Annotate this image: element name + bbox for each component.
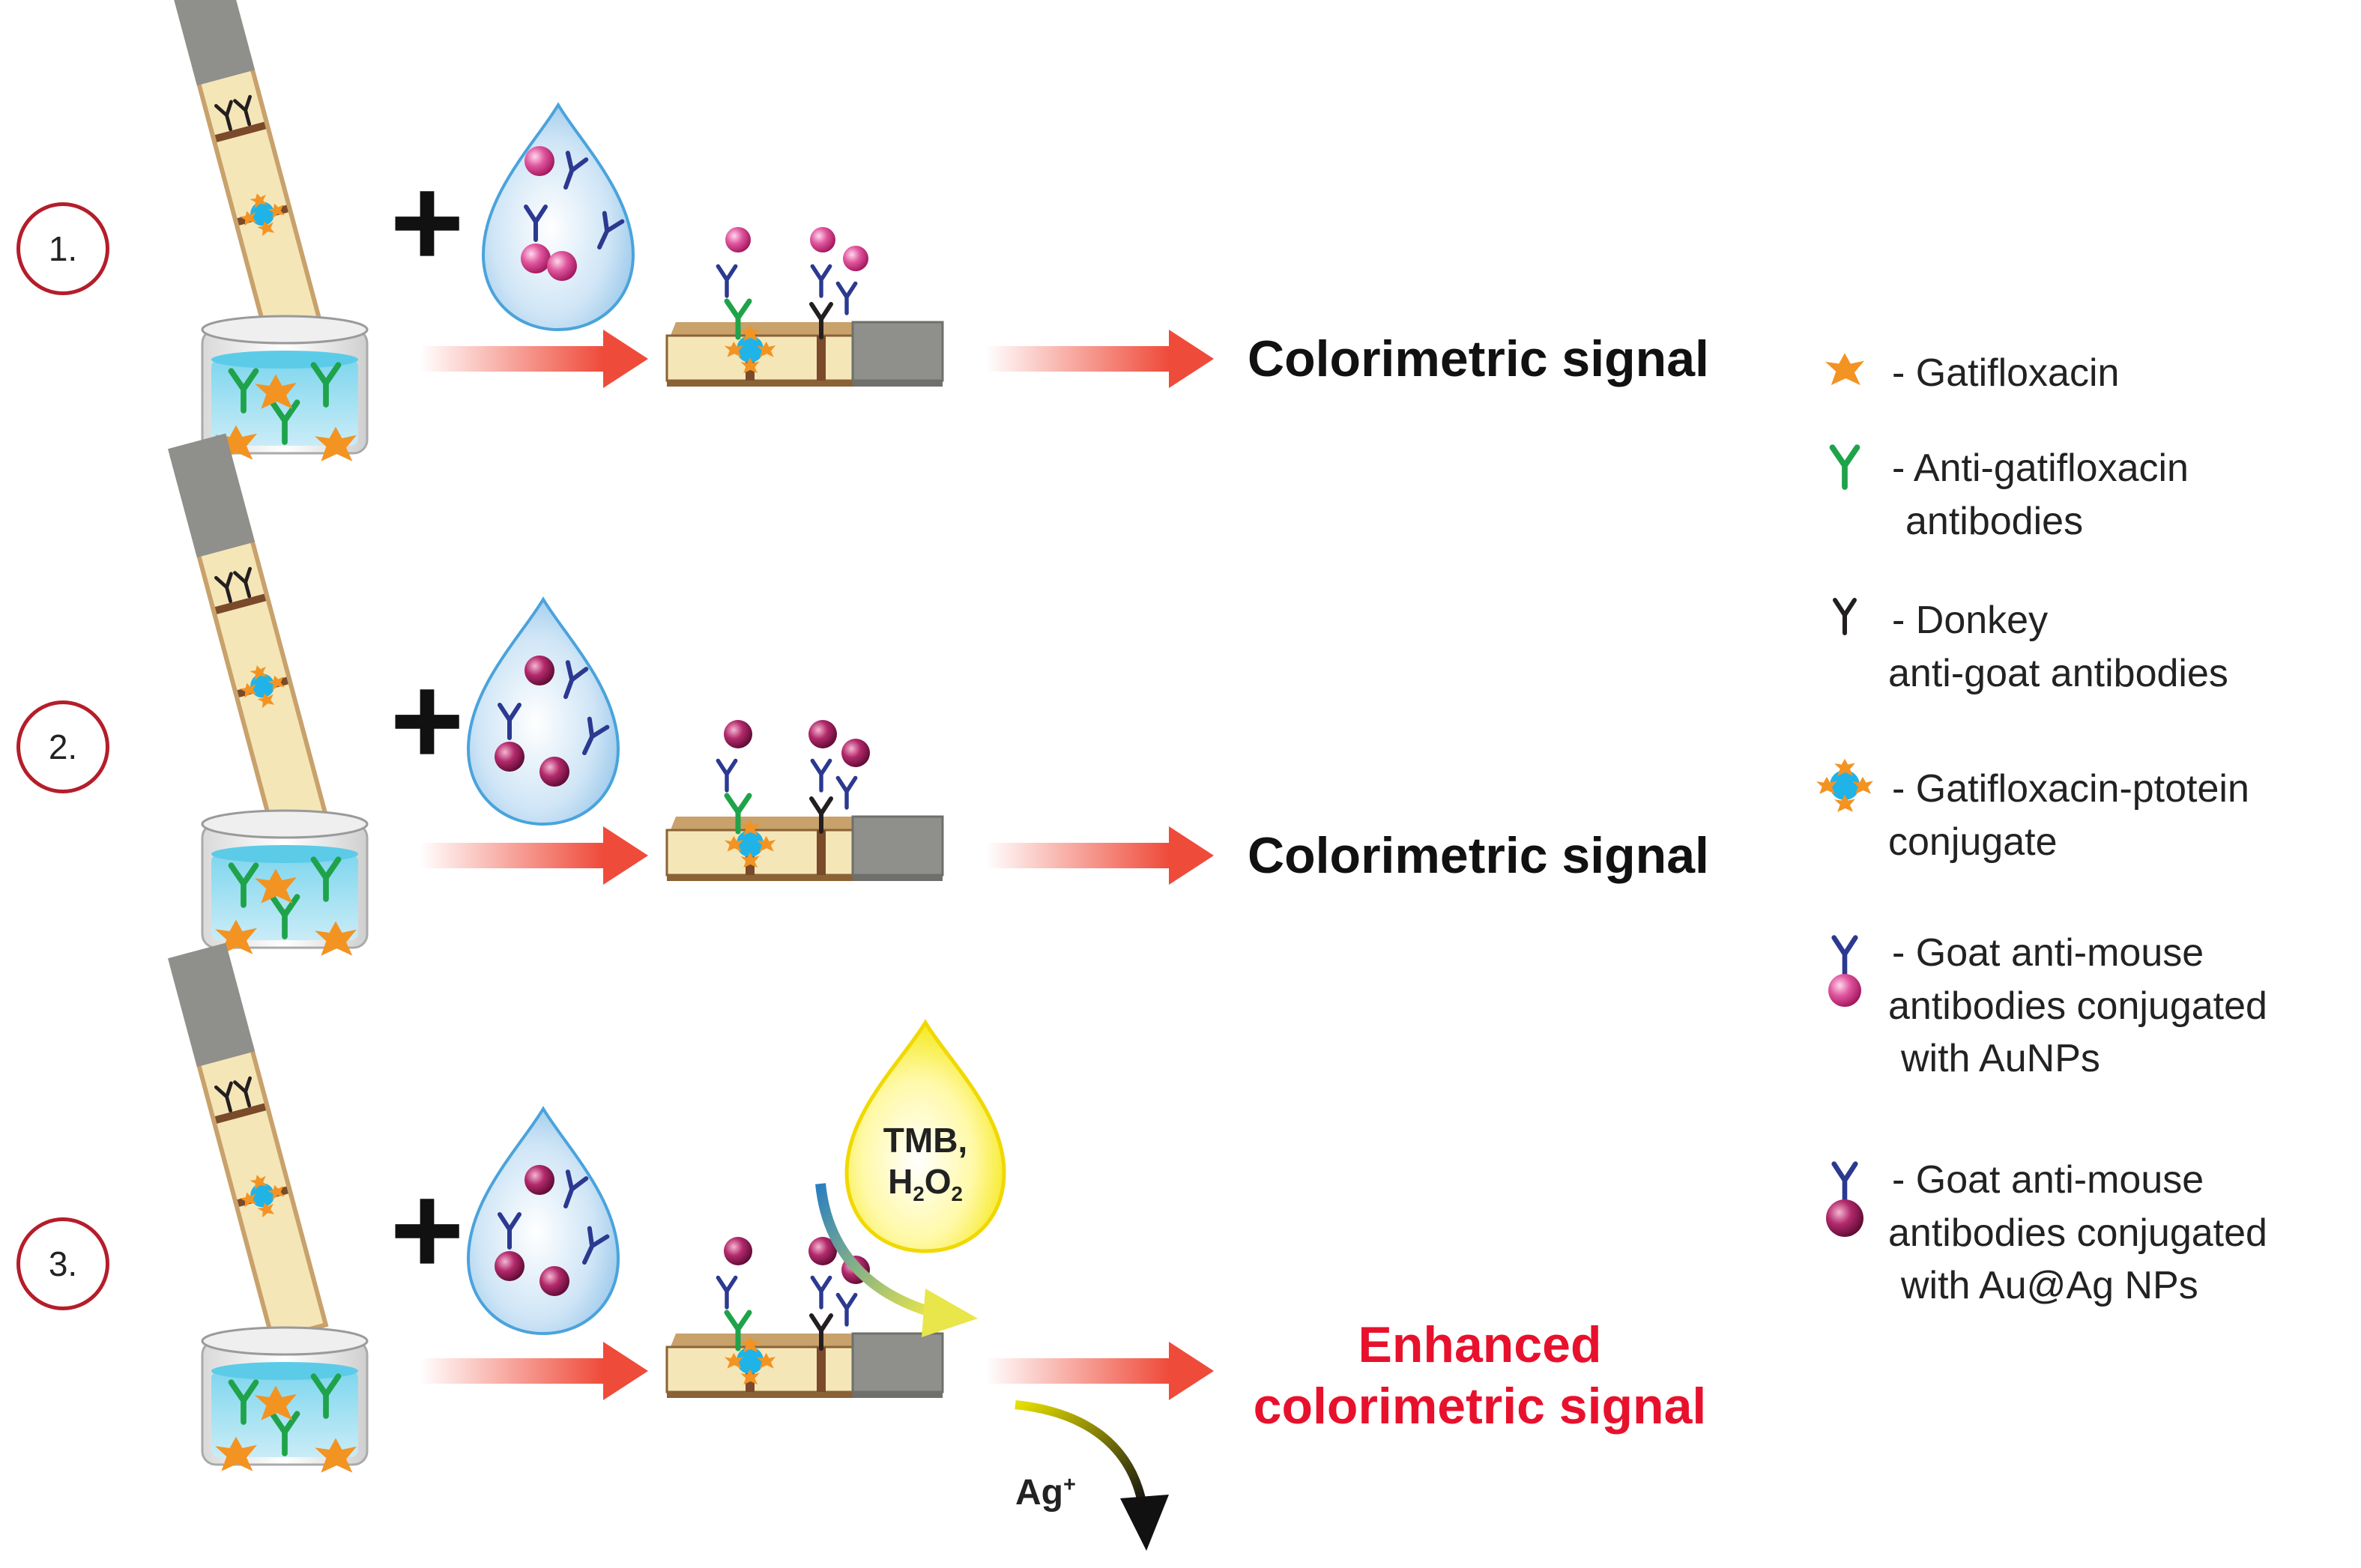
process-arrow-head bbox=[603, 1342, 648, 1400]
legend-line: with AuNPs bbox=[1901, 1037, 2100, 1081]
legend-item-anti-gatifloxacin: - Anti-gatifloxacin antibodies bbox=[1892, 442, 2189, 548]
process-arrow-head bbox=[603, 826, 648, 885]
tmb-label-line1: TMB, bbox=[883, 1121, 968, 1160]
silver-ion-release-arrow bbox=[1015, 1400, 1147, 1507]
o-subscript: 2 bbox=[951, 1182, 963, 1206]
reacted-test-strip bbox=[667, 1237, 943, 1398]
protein-conjugate-icon bbox=[1816, 759, 1873, 812]
nanoparticle-solution-drop bbox=[482, 103, 635, 331]
process-arrow bbox=[420, 346, 603, 372]
legend-icons bbox=[1816, 353, 1873, 1237]
signal-arrow-head bbox=[1169, 330, 1214, 388]
nanoparticle-solution-drop bbox=[467, 1107, 620, 1335]
step-2-group: + bbox=[168, 434, 1214, 956]
legend-line: - Anti-gatifloxacin bbox=[1892, 447, 2189, 490]
tmb-reagent-drop bbox=[844, 1019, 1006, 1253]
sample-beaker bbox=[202, 811, 367, 956]
process-arrow-head bbox=[603, 330, 648, 388]
legend-item-donkey-antibody: - Donkey anti-goat antibodies bbox=[1888, 594, 2228, 700]
reacted-test-strip bbox=[667, 720, 943, 881]
legend-item-protein-conjugate: - Gatifloxacin-ptotein conjugate bbox=[1888, 763, 2249, 868]
step-number-2: 2. bbox=[16, 700, 109, 793]
nanoparticle-solution-drop bbox=[467, 598, 620, 826]
legend-line: - Goat anti-mouse bbox=[1892, 931, 2204, 975]
tilted-test-strip bbox=[168, 943, 328, 1343]
o-symbol: O bbox=[924, 1162, 952, 1202]
signal-arrow bbox=[985, 843, 1169, 868]
enhanced-signal-line1: Enhanced bbox=[1358, 1316, 1602, 1373]
reagent-curve-arrow bbox=[815, 1183, 934, 1318]
tmb-reagent-label: TMB, H2O2 bbox=[854, 1120, 997, 1206]
legend-line: antibodies conjugated bbox=[1888, 984, 2267, 1028]
legend-line: antibodies bbox=[1905, 499, 2084, 543]
legend-line: conjugate bbox=[1888, 820, 2058, 864]
silver-ion-label: Ag+ bbox=[1015, 1472, 1076, 1513]
tilted-test-strip bbox=[168, 434, 328, 833]
tmb-label-line2: H2O2 bbox=[854, 1161, 997, 1206]
gatifloxacin-star-icon bbox=[1825, 353, 1864, 386]
legend-line: - Gatifloxacin bbox=[1892, 351, 2120, 395]
legend-line: anti-goat antibodies bbox=[1888, 651, 2228, 695]
plus-sign: + bbox=[390, 650, 464, 792]
signal-arrow bbox=[985, 346, 1169, 372]
ag-charge: + bbox=[1062, 1473, 1076, 1497]
legend-line: - Gatifloxacin-ptotein bbox=[1892, 767, 2249, 811]
step-number-1: 1. bbox=[16, 202, 109, 295]
black-antibody-icon bbox=[1835, 600, 1854, 633]
h-symbol: H bbox=[888, 1162, 913, 1202]
green-antibody-icon bbox=[1833, 447, 1857, 487]
legend-line: with Au@Ag NPs bbox=[1901, 1264, 2198, 1308]
step-number-3: 3. bbox=[16, 1217, 109, 1310]
tilted-test-strip bbox=[168, 0, 328, 360]
legend-item-aunp-antibody: - Goat anti-mouse antibodies conjugated … bbox=[1888, 927, 2267, 1086]
aunp-antibody-icon bbox=[1828, 938, 1861, 1007]
legend-line: - Goat anti-mouse bbox=[1892, 1158, 2204, 1202]
plus-sign: + bbox=[390, 151, 464, 294]
sample-beaker bbox=[202, 1328, 367, 1473]
plus-sign: + bbox=[390, 1159, 464, 1301]
silver-ion-release-arrow-head bbox=[1120, 1495, 1169, 1551]
process-arrow bbox=[420, 1358, 603, 1384]
legend-item-gatifloxacin: - Gatifloxacin bbox=[1892, 347, 2119, 400]
signal-label-1: Colorimetric signal bbox=[1248, 330, 1709, 387]
signal-label-2: Colorimetric signal bbox=[1248, 827, 1709, 884]
ag-symbol: Ag bbox=[1015, 1473, 1063, 1513]
process-arrow bbox=[420, 843, 603, 868]
signal-arrow-head bbox=[1169, 826, 1214, 885]
auag-antibody-icon bbox=[1826, 1164, 1863, 1237]
legend-line: - Donkey bbox=[1892, 599, 2049, 642]
step-3-group: + bbox=[168, 943, 1214, 1551]
legend-line: antibodies conjugated bbox=[1888, 1211, 2267, 1255]
legend-item-auag-antibody: - Goat anti-mouse antibodies conjugated … bbox=[1888, 1154, 2267, 1313]
h-subscript: 2 bbox=[913, 1182, 925, 1206]
signal-arrow bbox=[985, 1358, 1169, 1384]
signal-arrow-head bbox=[1169, 1342, 1214, 1400]
reagent-curve-arrow-head bbox=[922, 1289, 978, 1337]
step-1-group: + bbox=[168, 0, 1214, 461]
reacted-test-strip bbox=[667, 227, 943, 387]
enhanced-signal-line2: colorimetric signal bbox=[1253, 1377, 1707, 1435]
enhanced-signal-label: Enhanced colorimetric signal bbox=[1229, 1315, 1731, 1437]
